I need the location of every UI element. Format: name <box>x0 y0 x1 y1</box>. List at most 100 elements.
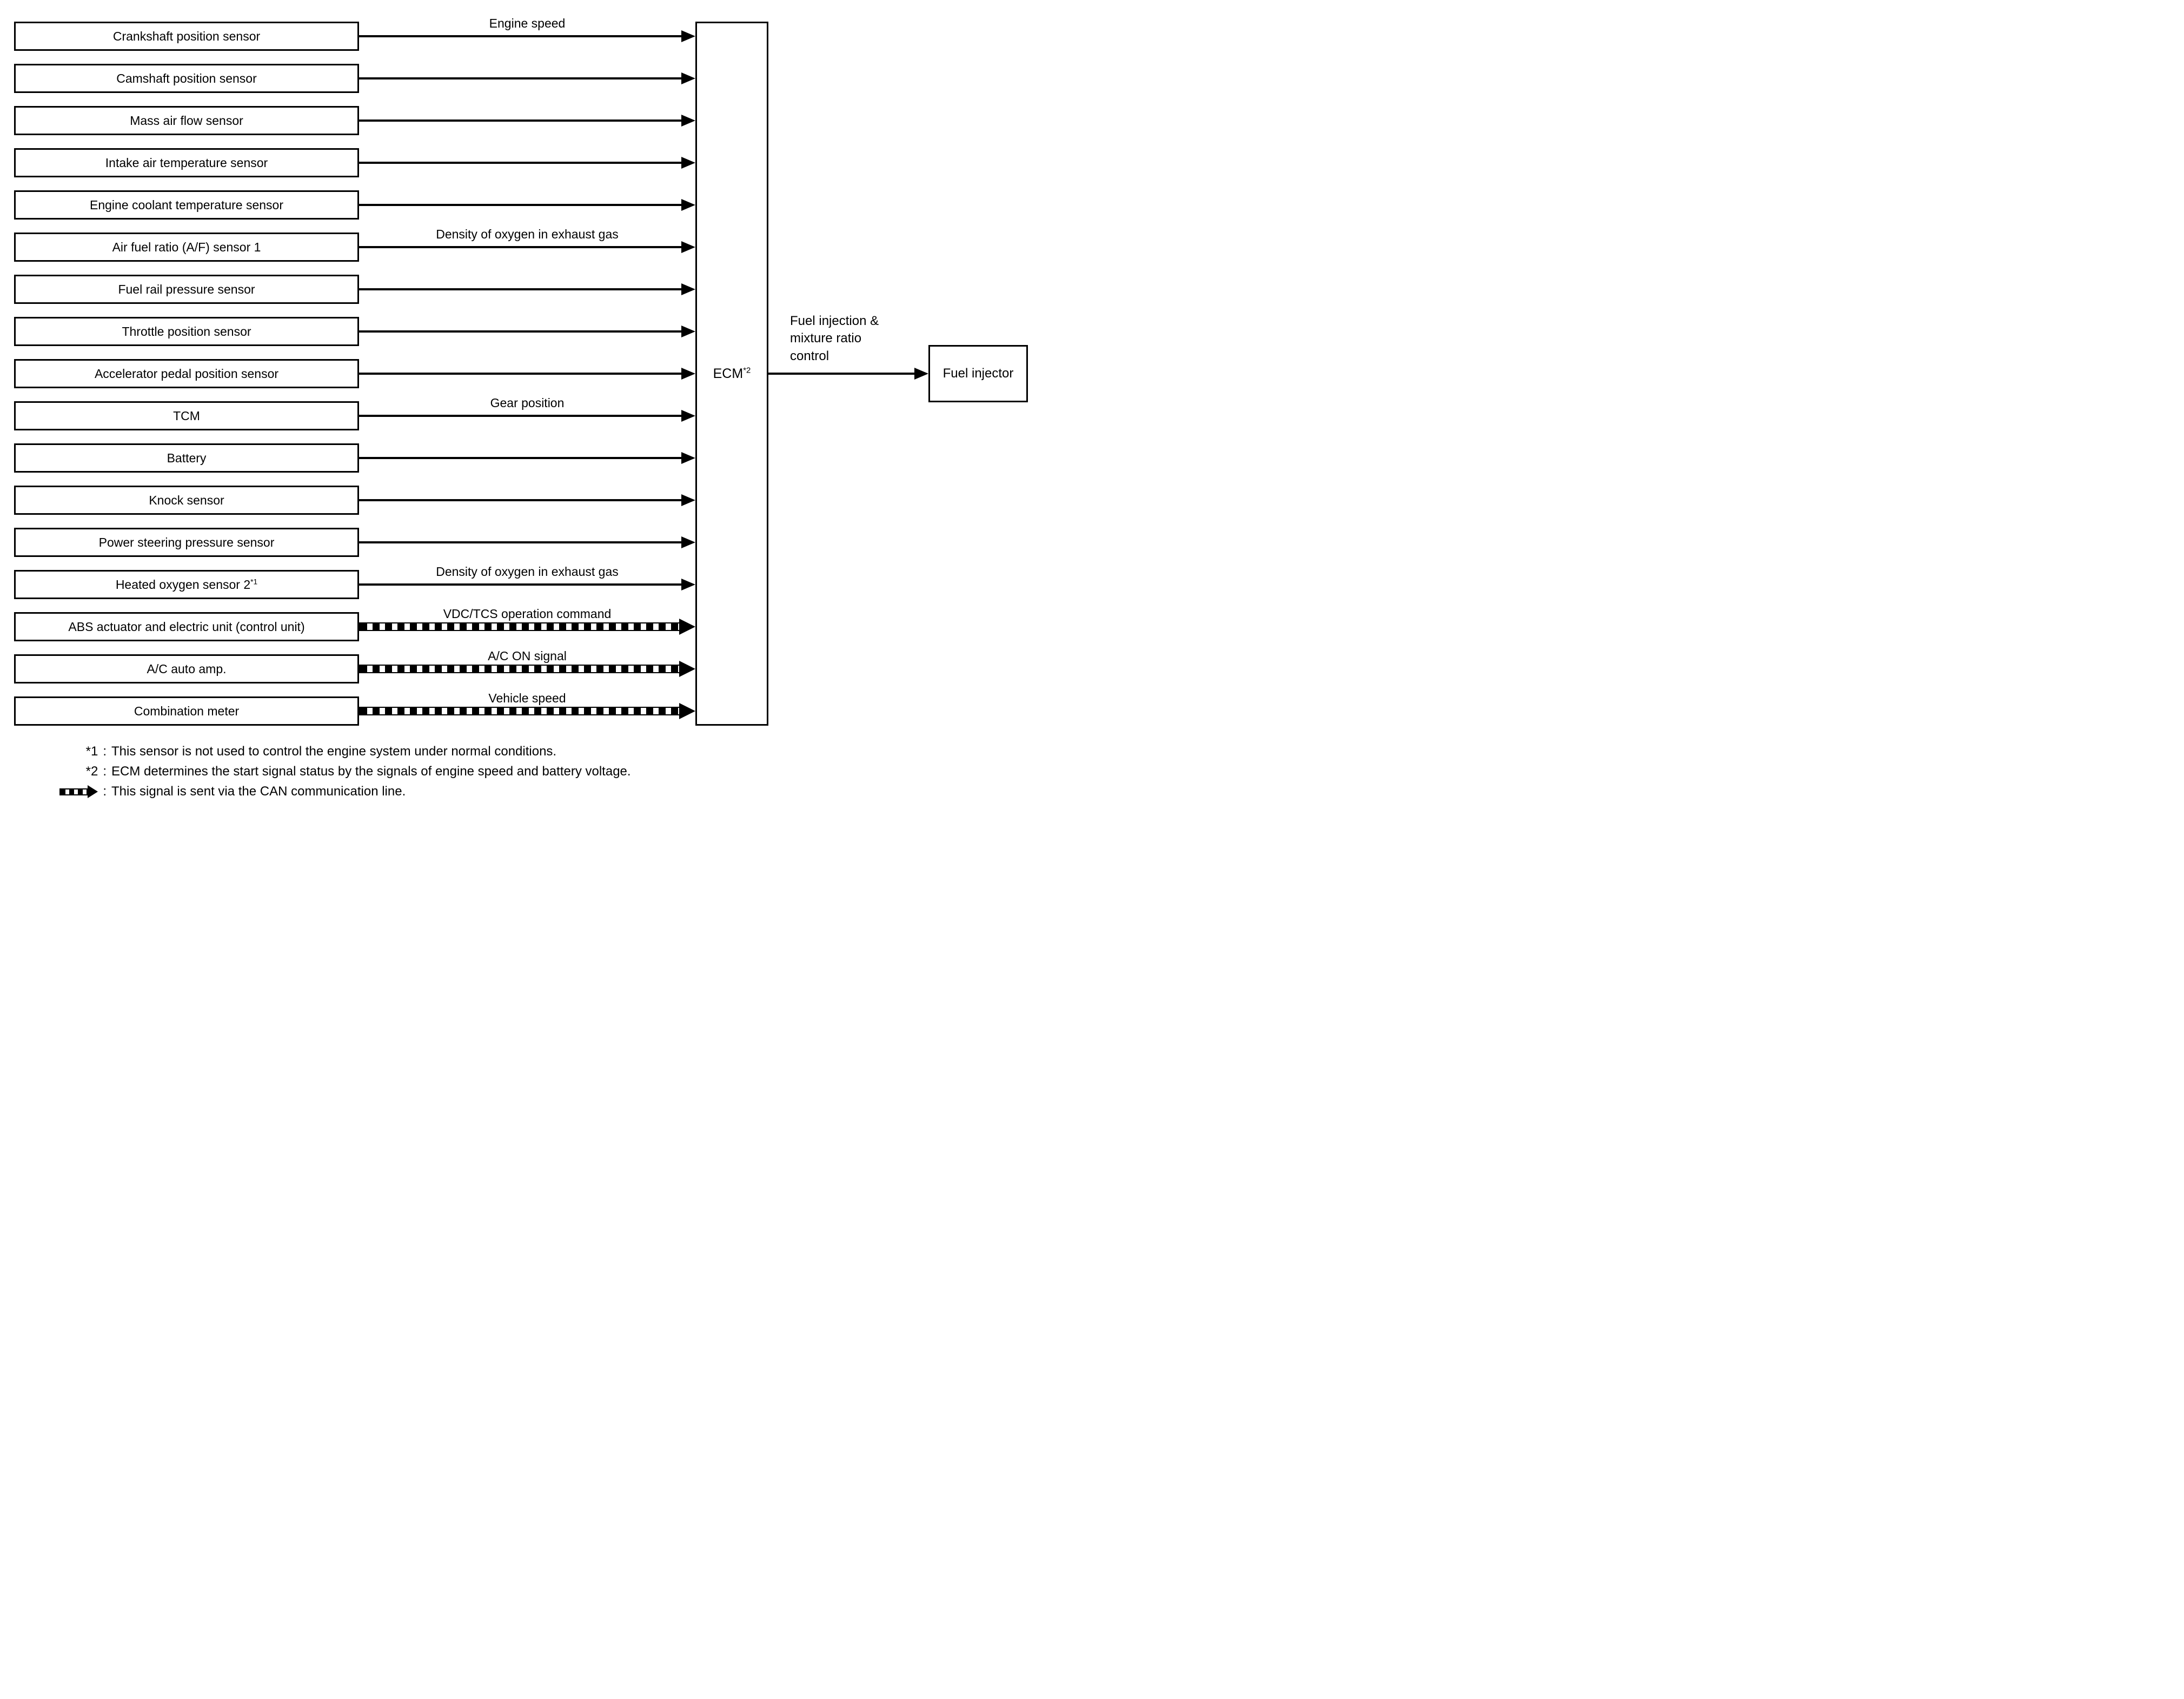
signal-arrow-area: Engine speed <box>359 16 695 51</box>
can-arrow-icon <box>59 785 98 798</box>
sensor-box: A/C auto amp. <box>14 654 359 683</box>
sensor-box: Combination meter <box>14 696 359 726</box>
sensor-row: A/C auto amp. A/C ON signal <box>14 649 695 683</box>
sensor-box: Power steering pressure sensor <box>14 528 359 557</box>
sensor-label: Crankshaft position sensor <box>113 29 260 44</box>
signal-arrow-area <box>359 443 695 473</box>
sensor-label-text: TCM <box>173 408 200 423</box>
sensor-box: Accelerator pedal position sensor <box>14 359 359 388</box>
sensor-label: Knock sensor <box>149 493 224 508</box>
sensor-label-text: Battery <box>167 450 207 465</box>
fuel-injection-control-label: Fuel injection & mixture ratio control <box>790 313 879 363</box>
signal-arrow-area <box>359 64 695 93</box>
footnote-marker: *1 <box>85 744 98 759</box>
arrowhead-icon <box>679 703 695 719</box>
signal-arrow-area <box>359 528 695 557</box>
footnote-colon: : <box>103 764 107 779</box>
arrow-line <box>359 541 682 543</box>
signal-arrow-area: Gear position <box>359 396 695 430</box>
arrow-line <box>359 120 682 122</box>
signal-label: A/C ON signal <box>488 649 567 663</box>
arrow-line <box>359 246 682 248</box>
sensor-box: Crankshaft position sensor <box>14 22 359 51</box>
sensor-row: Air fuel ratio (A/F) sensor 1 Density of… <box>14 227 695 262</box>
signal-arrow-area: Density of oxygen in exhaust gas <box>359 565 695 599</box>
sensor-box: Engine coolant temperature sensor <box>14 190 359 220</box>
sensor-row: Battery <box>14 443 695 473</box>
signal-label: Vehicle speed <box>488 691 566 705</box>
sensor-row: Fuel rail pressure sensor <box>14 275 695 304</box>
engine-control-diagram: Crankshaft position sensor Engine speed … <box>14 16 1028 726</box>
arrow-line <box>359 622 680 631</box>
sensor-box: Knock sensor <box>14 486 359 515</box>
fuel-injector-label: Fuel injector <box>942 366 1014 381</box>
signal-arrow-area <box>359 275 695 304</box>
signal-arrow-area <box>359 317 695 346</box>
sensor-row: TCM Gear position <box>14 396 695 430</box>
arrowhead-icon <box>681 536 695 548</box>
sensor-label-text: Crankshaft position sensor <box>112 29 261 43</box>
sensor-label-text: Power steering pressure sensor <box>98 535 275 549</box>
arrowhead-icon <box>679 619 695 635</box>
signal-arrow-area <box>359 106 695 135</box>
sensor-box: Camshaft position sensor <box>14 64 359 93</box>
sensor-box: Fuel rail pressure sensor <box>14 275 359 304</box>
footnote-text: ECM determines the start signal status b… <box>111 764 631 779</box>
ecm-output-area: Fuel injection & mixture ratio control F… <box>768 22 1028 726</box>
arrowhead-icon <box>681 494 695 506</box>
arrow-line <box>359 499 682 501</box>
ecm-label-sup: *2 <box>743 366 751 375</box>
footnote-colon: : <box>103 784 107 799</box>
sensor-box: Intake air temperature sensor <box>14 148 359 177</box>
sensor-row: Heated oxygen sensor 2*1 Density of oxyg… <box>14 565 695 599</box>
signal-arrow-area <box>359 486 695 515</box>
sensor-row: Intake air temperature sensor <box>14 148 695 177</box>
sensor-label-text: Throttle position sensor <box>122 324 251 339</box>
footnote-can: : This signal is sent via the CAN commun… <box>41 784 1049 799</box>
sensor-label-text: A/C auto amp. <box>147 661 227 676</box>
signal-arrow-area <box>359 148 695 177</box>
sensor-label: Mass air flow sensor <box>130 114 243 128</box>
arrow-line <box>359 415 682 417</box>
sensor-label: Fuel rail pressure sensor <box>118 282 255 297</box>
sensor-label: Engine coolant temperature sensor <box>90 198 283 213</box>
signal-arrow-area <box>359 190 695 220</box>
sensor-label: Heated oxygen sensor 2*1 <box>116 578 257 592</box>
arrow-line <box>359 665 680 673</box>
sensor-label-text: Accelerator pedal position sensor <box>94 366 279 381</box>
arrowhead-icon <box>914 368 928 380</box>
arrow-line <box>359 373 682 375</box>
footnotes: *1: This sensor is not used to control t… <box>41 744 1049 799</box>
sensor-box: Battery <box>14 443 359 473</box>
sensor-label-text: Fuel rail pressure sensor <box>118 282 255 296</box>
arrow-line <box>359 583 682 586</box>
arrow-line <box>359 204 682 206</box>
signal-label: Density of oxygen in exhaust gas <box>436 227 619 241</box>
sensor-box: ABS actuator and electric unit (control … <box>14 612 359 641</box>
sensor-box: Air fuel ratio (A/F) sensor 1 <box>14 233 359 262</box>
ecm-label-text: ECM <box>713 366 744 381</box>
arrow-line <box>359 288 682 290</box>
footnote-colon: : <box>103 744 107 759</box>
arrow-line <box>359 707 680 715</box>
sensor-label-text: Mass air flow sensor <box>130 113 243 128</box>
sensor-row: Knock sensor <box>14 486 695 515</box>
sensor-label: Intake air temperature sensor <box>105 156 268 170</box>
arrow-line <box>359 457 682 459</box>
sensor-label: TCM <box>173 409 200 423</box>
arrow-line <box>359 162 682 164</box>
footnote-text: This signal is sent via the CAN communic… <box>111 784 406 799</box>
arrowhead-icon <box>681 199 695 211</box>
arrowhead-icon <box>681 72 695 84</box>
signal-label: Density of oxygen in exhaust gas <box>436 565 619 579</box>
arrowhead-icon <box>681 410 695 422</box>
sensor-label: Air fuel ratio (A/F) sensor 1 <box>112 240 261 255</box>
sensor-label-text: Knock sensor <box>149 493 224 507</box>
signal-arrow-area: Vehicle speed <box>359 691 695 726</box>
arrowhead-icon <box>681 326 695 337</box>
sensor-row: Mass air flow sensor <box>14 106 695 135</box>
sensor-label-text: Camshaft position sensor <box>116 71 257 85</box>
sensor-label: Accelerator pedal position sensor <box>95 367 278 381</box>
sensor-row: ABS actuator and electric unit (control … <box>14 607 695 641</box>
sensor-label-text: Engine coolant temperature sensor <box>90 197 283 212</box>
